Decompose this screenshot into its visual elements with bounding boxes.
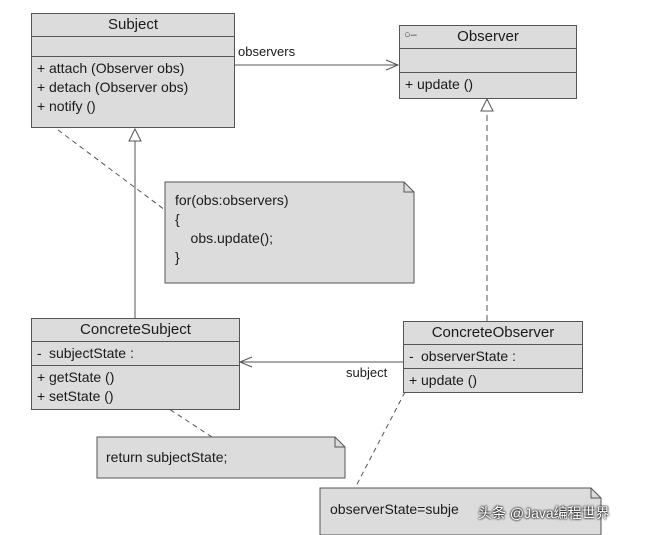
class-subject-operations: +attach (Observer obs) +detach (Observer…: [32, 57, 234, 116]
class-concrete-subject-operations: +getState () +setState (): [32, 366, 239, 406]
operation-detach: +detach (Observer obs): [37, 79, 189, 95]
class-observer-name: Observer: [457, 28, 519, 45]
note-notify-text: for(obs:observers) { obs.update(); }: [175, 192, 289, 265]
association-observers-label: observers: [238, 44, 296, 59]
interface-lollipop-icon: ○‒: [404, 29, 417, 41]
association-observers-arrowhead: [385, 59, 400, 71]
class-concrete-observer-attributes: -observerState :: [404, 345, 582, 369]
class-observer-attributes: [400, 49, 576, 73]
note-getstate: [96, 436, 346, 479]
class-observer-name-wrap: ○‒ Observer: [400, 26, 576, 49]
class-observer-operations: +update (): [400, 73, 576, 94]
operation-update-concrete: +update (): [409, 372, 478, 388]
class-concrete-subject-name: ConcreteSubject: [32, 319, 239, 342]
note-getstate-text: return subjectState;: [106, 449, 228, 465]
class-concrete-observer-operations: +update (): [404, 369, 582, 390]
class-observer[interactable]: ○‒ Observer +update (): [399, 25, 577, 99]
note-notify: [164, 181, 415, 284]
operation-notify: +notify (): [37, 98, 96, 114]
watermark: 头条 @Java编程世界: [478, 505, 610, 521]
association-subject-label: subject: [346, 365, 388, 380]
note-anchor-update: [354, 391, 406, 489]
class-concrete-observer-name: ConcreteObserver: [404, 322, 582, 345]
note-anchor-notify: [57, 129, 166, 211]
class-concrete-subject-attributes: -subjectState :: [32, 342, 239, 366]
association-subject-arrowhead: [238, 356, 253, 368]
class-subject-attributes: [32, 37, 234, 57]
note-update-text: observerState=subje: [330, 501, 459, 517]
class-concrete-observer[interactable]: ConcreteObserver -observerState : +updat…: [403, 321, 583, 393]
class-concrete-subject[interactable]: ConcreteSubject -subjectState : +getStat…: [31, 318, 240, 410]
operation-set-state: +setState (): [37, 388, 114, 404]
generalization-triangle: [128, 127, 142, 142]
operation-update-interface: +update (): [405, 76, 474, 92]
class-subject-name: Subject: [32, 14, 234, 37]
class-subject[interactable]: Subject +attach (Observer obs) +detach (…: [31, 13, 235, 128]
operation-attach: +attach (Observer obs): [37, 60, 185, 76]
note-update: [319, 487, 602, 535]
attribute-subject-state: -subjectState :: [37, 345, 134, 361]
operation-get-state: +getState (): [37, 369, 115, 385]
attribute-observer-state: -observerState :: [409, 348, 516, 364]
realization-triangle: [480, 97, 494, 112]
